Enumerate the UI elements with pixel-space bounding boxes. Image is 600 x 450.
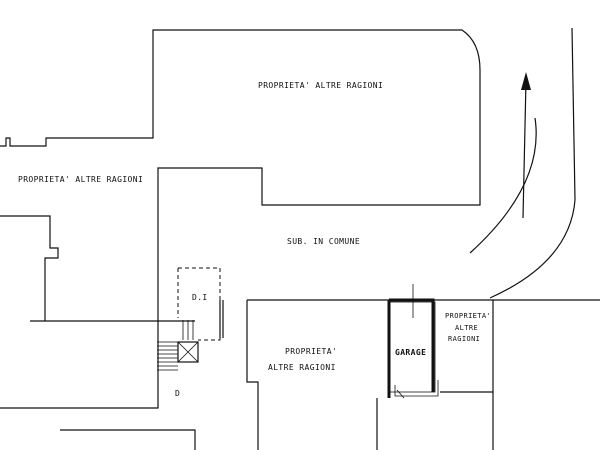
label-sub-comune: SUB. IN COMUNE — [287, 237, 360, 246]
staircase-icon — [157, 320, 199, 371]
label-prop-bottom-2: ALTRE RAGIONI — [268, 363, 336, 372]
label-prop-right-2: ALTRE — [455, 324, 478, 332]
label-prop-right-3: RAGIONI — [448, 335, 480, 343]
di-wall — [219, 300, 224, 338]
road-curve-outer — [489, 27, 576, 299]
label-prop-left: PROPRIETA' ALTRE RAGIONI — [18, 175, 143, 184]
right-property-outline — [440, 300, 494, 450]
label-prop-bottom-1: PROPRIETA' — [285, 347, 337, 356]
top-property-outline — [0, 29, 481, 409]
direction-arrow-icon — [521, 72, 531, 219]
bottom-left-outline — [60, 429, 196, 450]
label-di: D.I — [192, 293, 208, 302]
label-prop-top: PROPRIETA' ALTRE RAGIONI — [258, 81, 383, 90]
label-garage: GARAGE — [395, 348, 426, 357]
garage-unit — [387, 284, 439, 399]
bottom-center-left-wall — [246, 300, 259, 450]
label-prop-right-1: PROPRIETA' — [445, 312, 491, 320]
left-building-outline — [0, 215, 195, 322]
label-letter-d: D — [175, 389, 180, 398]
